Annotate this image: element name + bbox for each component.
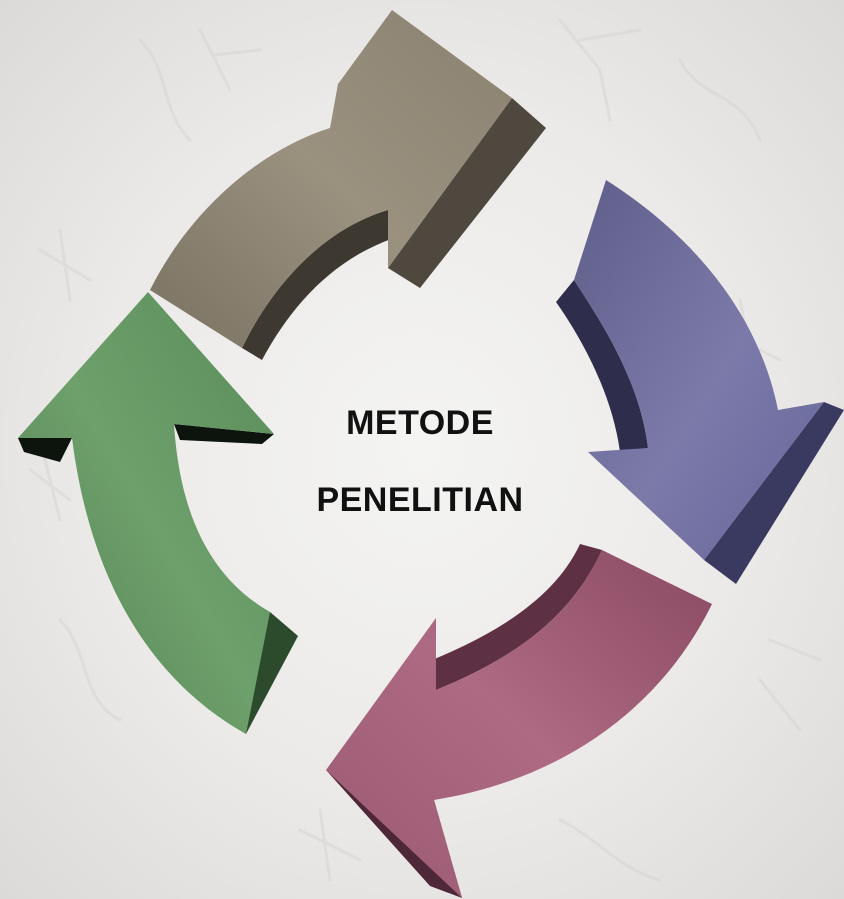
arrow-slate-blue bbox=[556, 180, 844, 584]
arrow-slate-blue-body bbox=[574, 180, 824, 560]
arrow-mauve-body bbox=[326, 550, 712, 898]
arrow-green-body bbox=[18, 292, 274, 734]
arrow-slate-blue-side bbox=[704, 402, 844, 584]
arrow-taupe-inner-wall bbox=[242, 210, 400, 360]
arrow-mauve bbox=[326, 544, 712, 898]
arrow-taupe-body bbox=[150, 10, 512, 348]
arrow-taupe-side bbox=[388, 98, 546, 288]
center-title-line-2: PENELITIAN bbox=[316, 481, 524, 519]
arrow-green-head-shadow bbox=[18, 438, 72, 462]
arrow-green bbox=[18, 292, 298, 734]
arrow-green-head-shadow-right bbox=[174, 424, 274, 444]
center-title-line-1: METODE bbox=[346, 404, 494, 442]
arrow-mauve-inner-wall bbox=[432, 544, 602, 690]
arrow-taupe bbox=[150, 10, 546, 360]
arrow-slate-blue-inner-wall bbox=[556, 280, 648, 452]
